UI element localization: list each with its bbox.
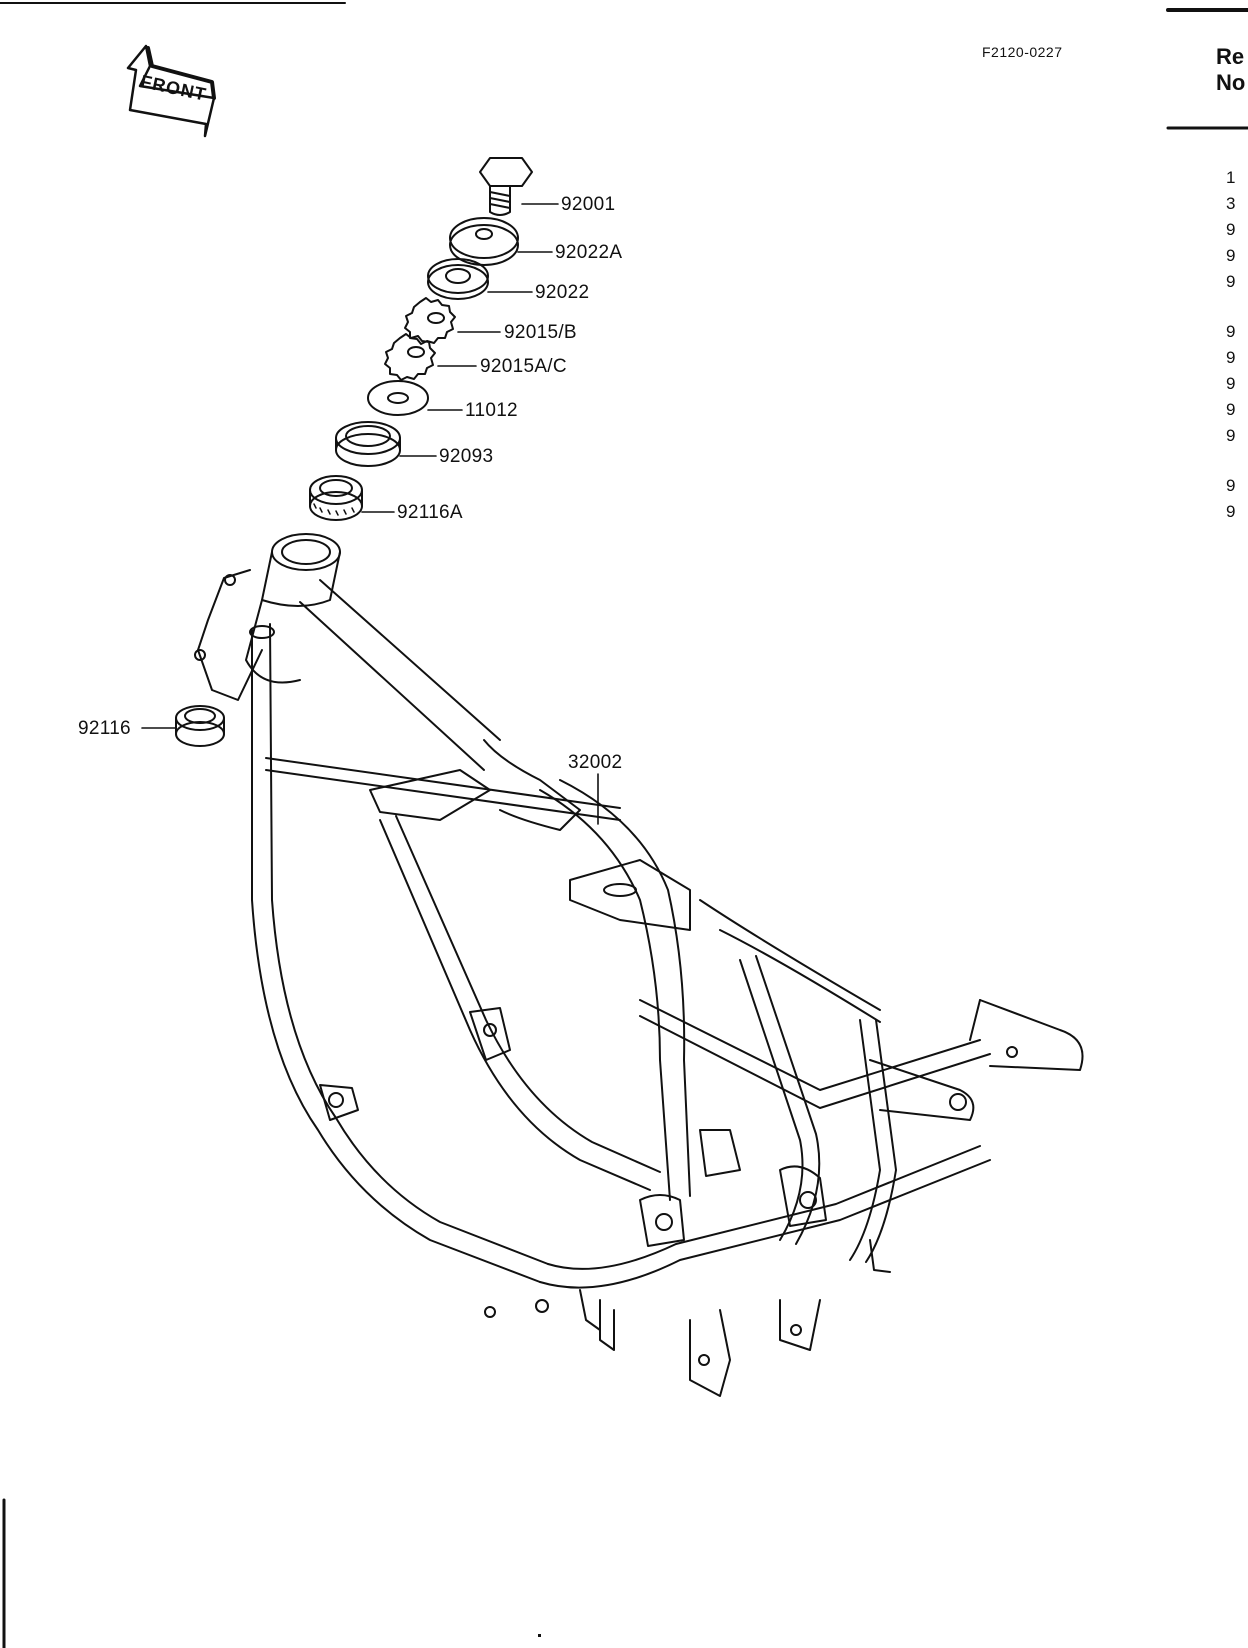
part-label-11012: 11012 (465, 400, 518, 421)
ref-table-header-line1: Re (1216, 44, 1245, 69)
ref-table-row: 3 (1226, 194, 1239, 213)
washer-11012-icon (367, 380, 429, 416)
bearing-92116-icon (175, 705, 225, 747)
ref-table-row: 9 (1226, 272, 1239, 291)
ref-table-row: 9 (1226, 374, 1239, 393)
part-label-92001: 92001 (561, 194, 616, 215)
ref-table-row: 9 (1226, 476, 1239, 495)
part-label-92022A: 92022A (555, 242, 623, 263)
part-label-92093: 92093 (439, 446, 494, 467)
part-label-92015AC: 92015A/C (480, 356, 567, 377)
washer-92022A-icon (449, 217, 519, 266)
part-label-92015B: 92015/B (504, 322, 577, 343)
leader-lines (141, 203, 599, 825)
part-label-32002: 32002 (568, 752, 623, 773)
lockwasher-92022-icon (427, 258, 489, 300)
frame-32002-icon (194, 533, 1084, 1397)
ref-table-row: 9 (1226, 502, 1239, 521)
nut-92015AC-icon (384, 333, 436, 381)
front-arrow-icon (126, 44, 216, 138)
ref-table-row: 9 (1226, 348, 1239, 367)
part-label-92116A: 92116A (397, 502, 463, 523)
nut-92015B-icon (404, 297, 456, 345)
bearing-92116A-icon (309, 475, 363, 521)
bolt-92001-icon (479, 157, 533, 216)
ref-table-row: 9 (1226, 426, 1239, 445)
ref-table-header-line2: No (1216, 70, 1246, 95)
part-label-92022: 92022 (535, 282, 590, 303)
ref-table-row: 9 (1226, 400, 1239, 419)
ref-table-row: 9 (1226, 246, 1239, 265)
page-mark (538, 1634, 541, 1637)
seal-92093-icon (335, 421, 401, 467)
ref-table-row: 1 (1226, 168, 1239, 187)
ref-table-row: 9 (1226, 220, 1239, 239)
diagram-code: F2120-0227 (982, 44, 1063, 60)
ref-table-row: 9 (1226, 322, 1239, 341)
part-label-92116: 92116 (78, 718, 131, 739)
